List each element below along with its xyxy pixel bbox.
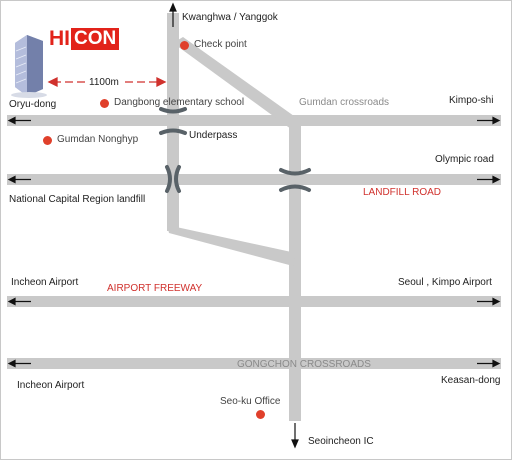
label-incheon-airport-1: Incheon Airport xyxy=(11,277,79,288)
hicon-logo: HI CON xyxy=(49,27,120,50)
road-diagonal-north xyxy=(173,37,301,129)
poi-label: Dangbong elementary school xyxy=(114,97,245,108)
poi-label: Seo-ku Office xyxy=(220,396,281,407)
label-landfill-road: LANDFILL ROAD xyxy=(363,187,441,198)
label-underpass: Underpass xyxy=(189,130,238,141)
label-gongchon-crossroads: GONGCHON CROSSROADS xyxy=(237,359,371,370)
road-gongchon xyxy=(7,358,501,369)
label-olympic-road: Olympic road xyxy=(435,154,494,165)
poi-label: Check point xyxy=(194,39,247,50)
logo-part-b: CON xyxy=(71,28,120,50)
label-national-capital-landfill: National Capital Region landfill xyxy=(9,194,146,205)
road-airport-freeway xyxy=(7,296,501,307)
poi-seoku-office: Seo-ku Office xyxy=(220,396,280,419)
road-seoincheon xyxy=(289,121,301,421)
poi-marker-icon xyxy=(100,98,109,108)
poi-dangbong-school: Dangbong elementary school xyxy=(100,97,244,109)
label-kwanghwa-yanggok: Kwanghwa / Yanggok xyxy=(182,12,278,23)
label-incheon-airport-2: Incheon Airport xyxy=(17,380,85,391)
road-oryu-kimpo xyxy=(7,115,501,126)
road-diagonal-south xyxy=(167,225,296,266)
label-kimpo-shi: Kimpo-shi xyxy=(449,95,494,106)
poi-marker-icon xyxy=(180,40,189,50)
poi-label: Gumdan Nonghyp xyxy=(57,134,139,145)
poi-marker-icon xyxy=(256,410,266,419)
label-gumdan-crossroads: Gumdan crossroads xyxy=(299,97,390,108)
poi-check-point: Check point xyxy=(180,39,247,51)
label-seoul-kimpo-airport: Seoul , Kimpo Airport xyxy=(398,277,492,288)
label-oryu-dong: Oryu-dong xyxy=(9,99,57,110)
poi-marker-icon xyxy=(43,135,52,145)
underpass-bridge-icon xyxy=(159,107,311,193)
label-airport-freeway: AIRPORT FREEWAY xyxy=(107,283,203,294)
arrow-icon xyxy=(7,2,501,449)
logo-part-a: HI xyxy=(49,27,70,50)
road-landfill xyxy=(7,174,501,185)
distance-label: 1100m xyxy=(87,77,121,88)
poi-gumdan-nonghyp: Gumdan Nonghyp xyxy=(43,134,138,146)
office-building-icon xyxy=(11,35,47,98)
label-seoincheon-ic: Seoincheon IC xyxy=(308,436,374,447)
label-keasan-dong: Keasan-dong xyxy=(441,375,501,386)
